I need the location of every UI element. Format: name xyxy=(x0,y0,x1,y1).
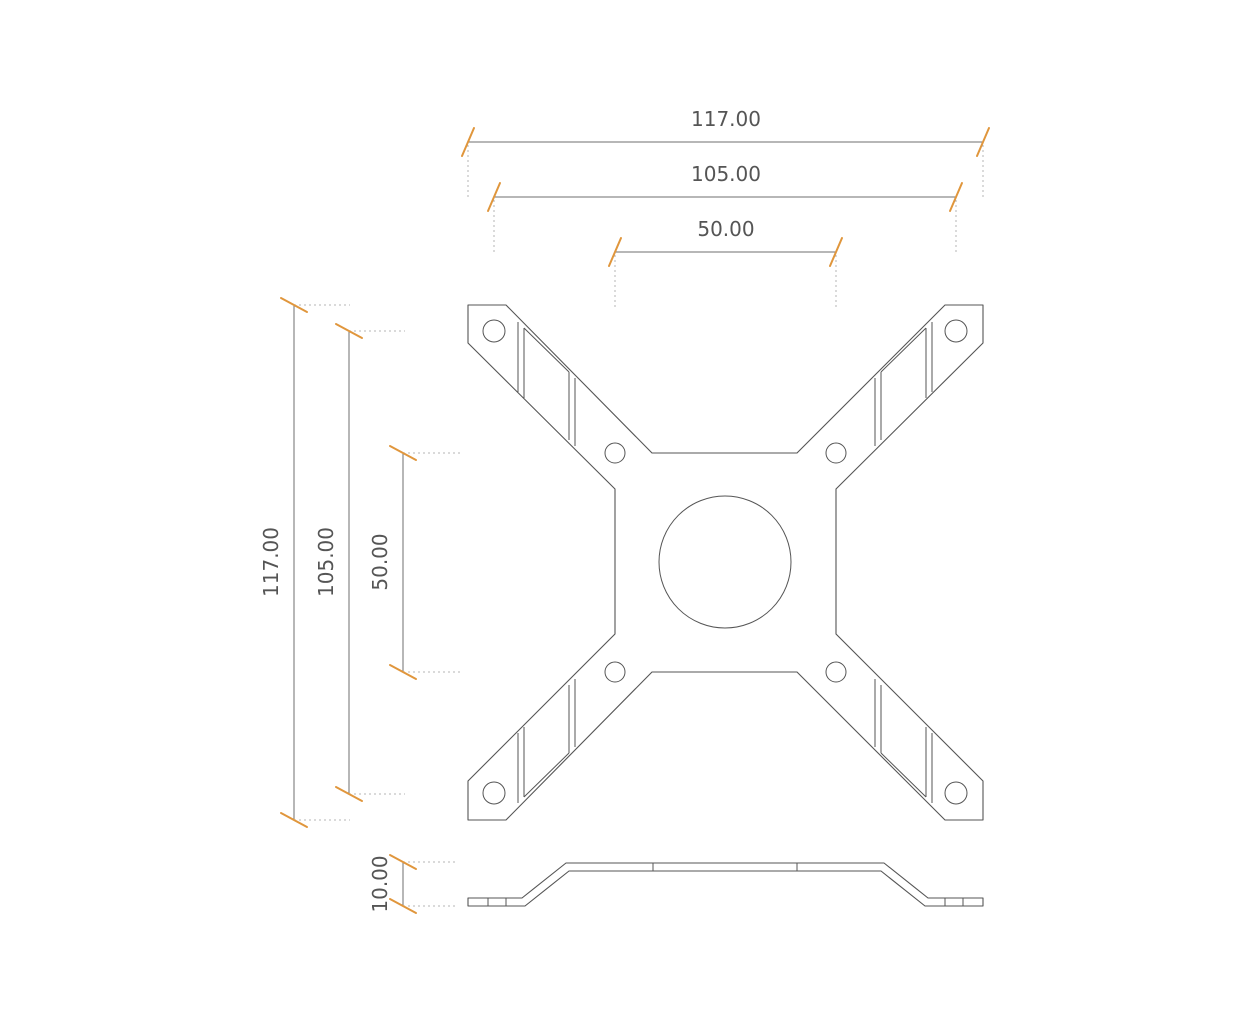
bracket-top-view xyxy=(467,304,984,821)
inner-hole-bottom-left xyxy=(604,661,626,683)
dimension-tick xyxy=(280,297,308,313)
side-profile-joints xyxy=(487,863,964,906)
dimension-tick xyxy=(461,127,475,157)
bend-lines-top-left xyxy=(517,322,576,446)
bracket-outline xyxy=(467,304,984,821)
inner-hole-top-right xyxy=(825,442,847,464)
dim-label-top-inner: 50.00 xyxy=(697,217,754,241)
bend-lines-bottom-right xyxy=(874,679,933,803)
dimension-tick xyxy=(487,182,501,212)
bend-lines-top-right xyxy=(874,322,933,446)
mount-hole-bottom-right xyxy=(944,781,968,805)
dimension-tick xyxy=(389,664,417,680)
bracket-side-view xyxy=(467,862,984,907)
dimension-tick xyxy=(335,323,363,339)
dimension-lines xyxy=(293,141,983,906)
dim-label-left-outer: 117.00 xyxy=(259,527,283,597)
inner-hole-bottom-right xyxy=(825,661,847,683)
dimension-tick xyxy=(335,786,363,802)
dimension-tick xyxy=(389,854,417,870)
dim-label-top-middle: 105.00 xyxy=(691,162,761,186)
bend-lines-bottom-left xyxy=(517,679,576,803)
dimension-tick xyxy=(949,182,963,212)
center-opening xyxy=(658,495,792,629)
dimension-tick xyxy=(608,237,622,267)
dim-label-side-height: 10.00 xyxy=(368,855,392,912)
dimension-labels: 117.00 105.00 50.00 117.00 105.00 50.00 … xyxy=(259,107,761,913)
dim-label-top-outer: 117.00 xyxy=(691,107,761,131)
inner-hole-top-left xyxy=(604,442,626,464)
dim-label-left-inner: 50.00 xyxy=(368,533,392,590)
mount-hole-bottom-left xyxy=(482,781,506,805)
dimension-tick xyxy=(976,127,990,157)
dimension-ticks xyxy=(280,127,990,914)
extension-lines xyxy=(294,145,984,907)
mount-hole-top-left xyxy=(482,319,506,343)
side-profile xyxy=(467,862,984,907)
mount-hole-top-right xyxy=(944,319,968,343)
dimension-tick xyxy=(280,812,308,828)
dimension-tick xyxy=(389,898,417,914)
dimension-tick xyxy=(389,445,417,461)
dim-label-left-middle: 105.00 xyxy=(314,527,338,597)
dimension-tick xyxy=(829,237,843,267)
